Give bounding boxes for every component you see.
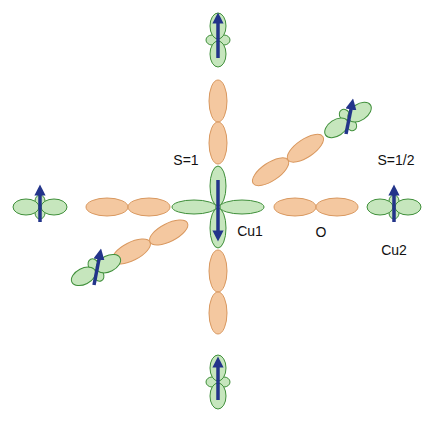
oxygen-orbital xyxy=(86,80,358,334)
spin-label: S=1 xyxy=(173,153,198,167)
atom-label: Cu2 xyxy=(381,243,407,257)
atom-label: O xyxy=(316,225,327,239)
spin-arrow xyxy=(40,18,394,400)
atom-label: Cu1 xyxy=(237,224,263,238)
spin-label: S=1/2 xyxy=(378,153,415,167)
copper-center-orbital xyxy=(172,166,264,248)
copper-orbital xyxy=(13,13,421,409)
